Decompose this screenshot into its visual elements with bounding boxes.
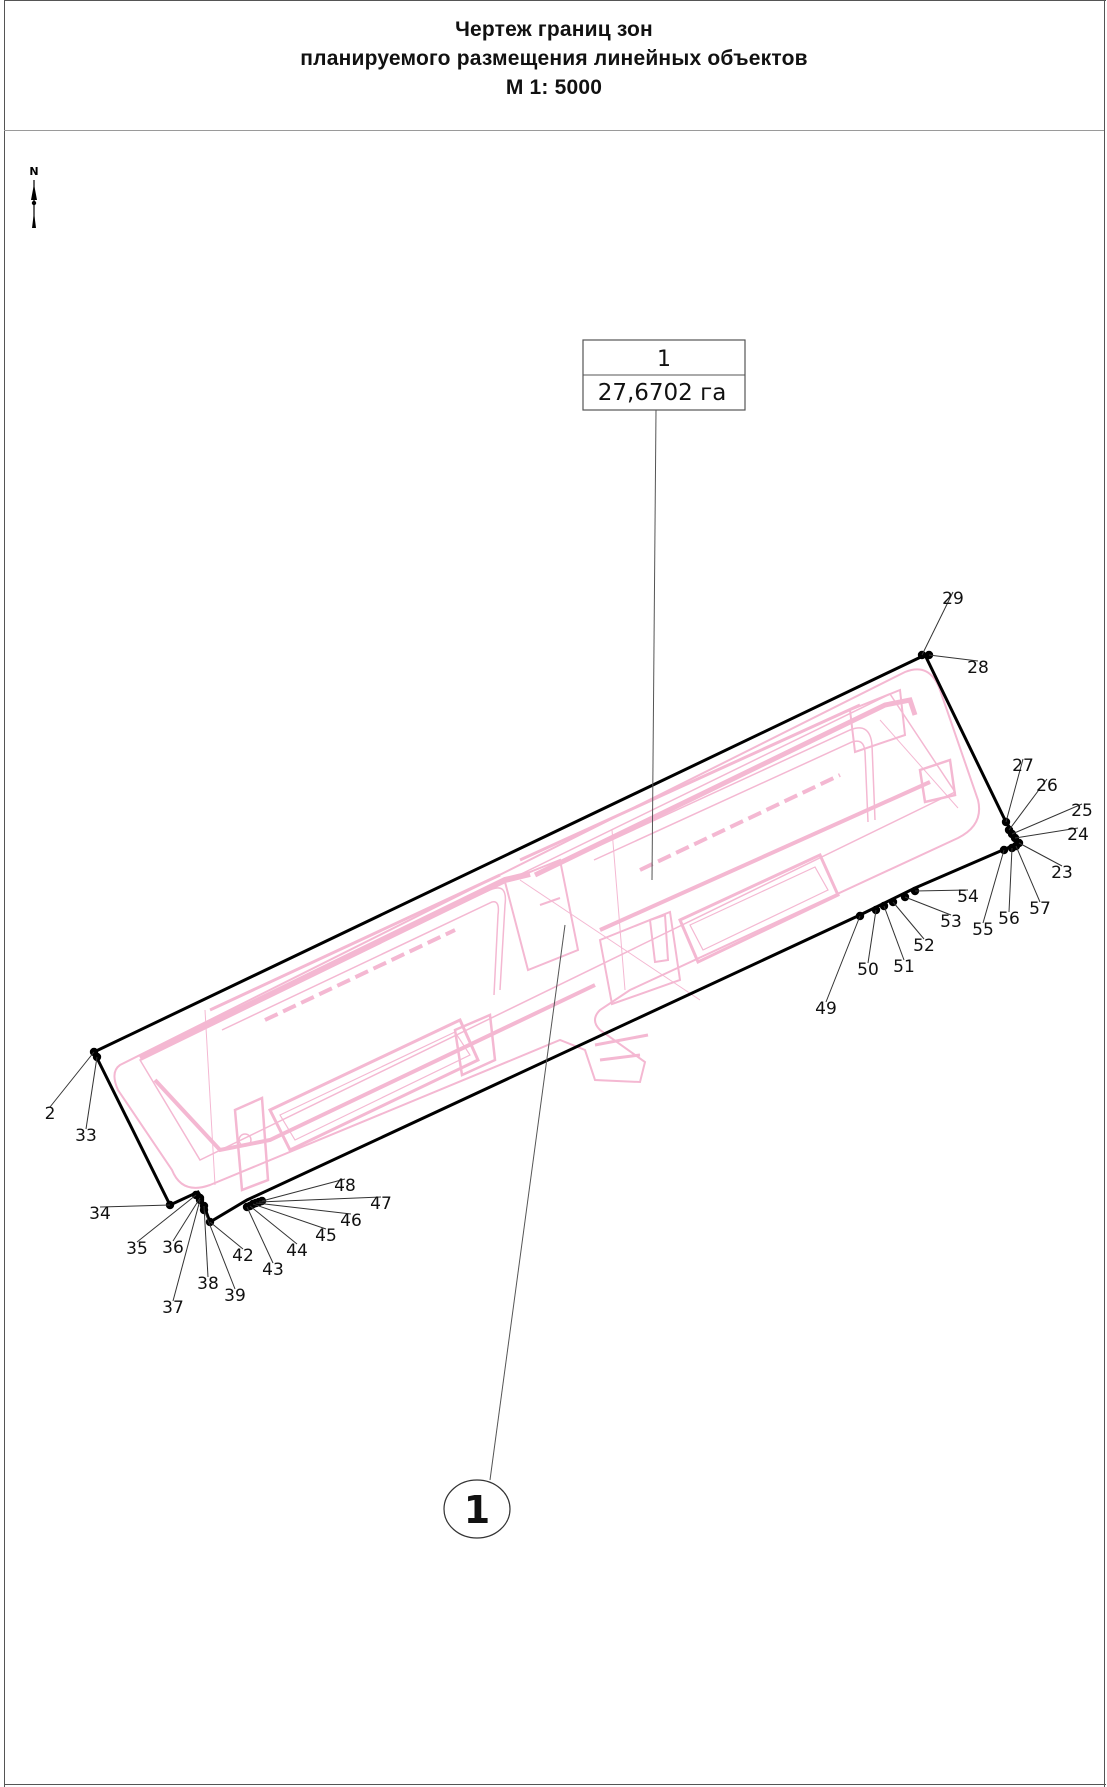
vertex-label-57: 57 [1029, 899, 1051, 919]
vertex-label-37: 37 [162, 1298, 184, 1318]
vertex-leader-38 [203, 1205, 209, 1278]
vertex-label-28: 28 [967, 658, 989, 678]
vertex-leader-51 [883, 905, 905, 961]
vertex-label-25: 25 [1071, 801, 1093, 821]
vertex-leader-28 [928, 654, 979, 662]
vertex-label-56: 56 [998, 909, 1020, 929]
vertex-leader-34 [99, 1204, 171, 1208]
vertex-leader-55 [982, 849, 1005, 924]
vertex-leader-27 [1005, 758, 1024, 823]
vertex-label-50: 50 [857, 960, 879, 980]
vertex-leader-26 [1008, 778, 1048, 831]
vertex-label-47: 47 [370, 1194, 392, 1214]
vertex-label-27: 27 [1012, 756, 1034, 776]
vertex-leader-57 [1015, 845, 1041, 903]
vertex-leaders [49, 591, 1083, 1302]
vertex-label-55: 55 [972, 920, 994, 940]
linear-objects-layout [113, 668, 980, 1192]
vertex-leader-47 [258, 1196, 382, 1203]
vertex-leader-23 [1018, 842, 1063, 867]
north-arrow-icon: N [29, 165, 39, 228]
vertex-label-26: 26 [1036, 776, 1058, 796]
zone-boundary [91, 653, 1022, 1225]
frame-left [4, 0, 5, 1787]
vertex-leader-46 [255, 1202, 352, 1215]
zone-label-leader [651, 409, 657, 881]
vertex-label-51: 51 [893, 957, 915, 977]
vertex-leader-56 [1008, 847, 1013, 913]
callout-leader [489, 924, 566, 1481]
vertex-label-29: 29 [942, 589, 964, 609]
vertex-leader-24 [1014, 827, 1079, 839]
vertex-label-39: 39 [224, 1286, 246, 1306]
vertex-label-38: 38 [197, 1274, 219, 1294]
vertex-label-48: 48 [334, 1176, 356, 1196]
frame-right [1104, 0, 1105, 1787]
vertex-leader-25 [1011, 803, 1083, 835]
vertex-leader-39 [203, 1209, 236, 1290]
vertex-leader-2 [49, 1051, 95, 1108]
zone-area: 27,6702 га [598, 380, 727, 406]
vertex-leader-37 [172, 1199, 201, 1302]
vertex-leader-43 [246, 1206, 274, 1264]
vertex-leader-44 [249, 1205, 298, 1245]
vertex-label-45: 45 [315, 1226, 337, 1246]
vertex-label-49: 49 [815, 999, 837, 1019]
vertex-leader-52 [892, 901, 925, 940]
vertex-label-52: 52 [913, 936, 935, 956]
vertex-leader-50 [867, 909, 877, 964]
title-line-3-scale: М 1: 5000 [505, 76, 603, 99]
vertex-leader-48 [261, 1178, 346, 1202]
zone-callout: 1 [443, 924, 566, 1539]
north-arrow-letter: N [29, 165, 38, 178]
boundary-vertices [89, 650, 1024, 1227]
vertex-leader-33 [85, 1056, 98, 1130]
vertex-leader-35 [136, 1194, 197, 1243]
vertex-label-53: 53 [940, 912, 962, 932]
callout-circle [443, 1479, 511, 1539]
vertex-label-23: 23 [1051, 863, 1073, 883]
vertex-label-42: 42 [232, 1246, 254, 1266]
vertex-label-34: 34 [89, 1204, 111, 1224]
vertex-leader-49 [825, 915, 861, 1003]
vertex-leader-45 [252, 1203, 327, 1230]
vertex-label-54: 54 [957, 887, 979, 907]
title-block: Чертеж границ зон планируемого размещени… [4, 2, 1104, 131]
vertex-leader-53 [904, 896, 952, 916]
callout-number: 1 [464, 1488, 490, 1532]
vertex-label-44: 44 [286, 1241, 308, 1261]
frame-bottom [4, 1784, 1106, 1785]
frame-top [4, 0, 1106, 1]
vertex-label-36: 36 [162, 1238, 184, 1258]
zone-label-box: 1 27,6702 га [582, 339, 746, 881]
vertex-leader-54 [914, 889, 969, 892]
vertex-leader-36 [172, 1197, 201, 1242]
title-line-2: планируемого размещения линейных объекто… [300, 47, 808, 70]
vertex-label-24: 24 [1067, 825, 1089, 845]
zone-number: 1 [657, 347, 671, 372]
vertex-leader-29 [921, 591, 954, 656]
vertex-label-2: 2 [45, 1104, 56, 1124]
vertex-leader-42 [209, 1221, 244, 1250]
vertex-label-33: 33 [75, 1126, 97, 1146]
vertex-label-35: 35 [126, 1239, 148, 1259]
vertex-label-43: 43 [262, 1260, 284, 1280]
title-line-1: Чертеж границ зон [455, 18, 653, 41]
vertex-label-46: 46 [340, 1211, 362, 1231]
